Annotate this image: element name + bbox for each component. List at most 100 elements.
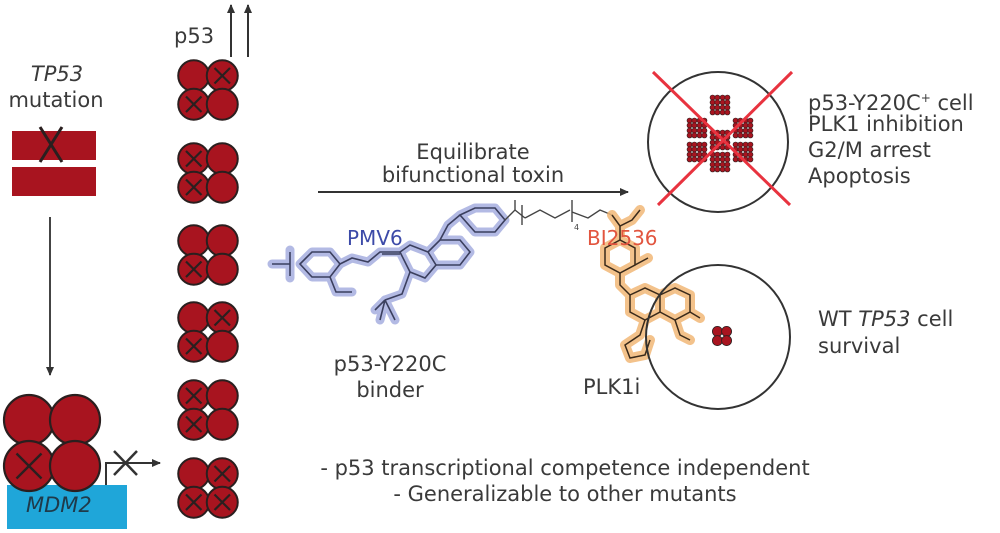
wt-monomer	[747, 146, 754, 153]
wt-monomer	[709, 134, 716, 141]
linker-subscript: 4	[574, 223, 579, 232]
binder-label-line2: binder	[356, 378, 424, 402]
wt-gene: TP53	[858, 307, 911, 331]
wt-monomer	[205, 252, 239, 286]
wt-monomer	[205, 407, 239, 441]
arrow-label-line2: bifunctional toxin	[381, 163, 565, 187]
bi2536-structure-icon	[600, 205, 705, 363]
wt-monomer	[737, 146, 744, 153]
wt-monomer	[747, 122, 754, 129]
mutant-outcome-line2: PLK1 inhibition	[808, 112, 964, 136]
wt-monomer	[709, 99, 716, 106]
wt-monomer	[719, 109, 726, 116]
p53-tetramer-small	[709, 104, 721, 116]
wt-monomer	[686, 141, 693, 148]
wt-monomer	[709, 94, 716, 101]
p53-tetramer	[177, 457, 239, 519]
wt-monomer	[747, 156, 754, 163]
p53-cluster	[709, 94, 731, 116]
wt-monomer	[205, 379, 239, 413]
wt-monomer	[714, 161, 721, 168]
wt-prefix: WT	[818, 307, 859, 331]
wt-monomer	[732, 156, 739, 163]
wt-monomer	[691, 122, 698, 129]
wt-monomer	[742, 132, 749, 139]
plk1i-label: PLK1i	[583, 375, 641, 399]
wt-monomer	[714, 151, 721, 158]
tetramer-stack	[177, 59, 239, 519]
p53-tetramer	[177, 301, 239, 363]
wt-monomer	[714, 109, 721, 116]
mutant-outcome-line4: Apoptosis	[808, 164, 911, 188]
wt-monomer	[205, 329, 239, 363]
wt-monomer	[205, 87, 239, 121]
mutant-monomer	[2, 439, 56, 493]
footer-line2: - Generalizable to other mutants	[393, 482, 737, 506]
wt-outcome-line2: survival	[818, 334, 901, 358]
wt-monomer	[701, 127, 708, 134]
p53-tetramer-small	[709, 94, 721, 106]
wt-monomer	[686, 151, 693, 158]
mutant-monomer	[205, 485, 239, 519]
p53-tetramer	[177, 224, 239, 286]
p53-tetramer-small	[709, 161, 721, 173]
wt-monomer	[691, 146, 698, 153]
wt-monomer	[719, 161, 726, 168]
wt-monomer	[709, 104, 716, 111]
p53-tetramer-small	[686, 141, 698, 153]
wt-monomer	[719, 129, 726, 136]
wt-monomer	[696, 151, 703, 158]
wt-monomer	[724, 166, 731, 173]
wt-monomer	[205, 170, 239, 204]
wt-monomer	[701, 132, 708, 139]
p53-cluster	[709, 151, 731, 173]
mdm2-bound-tetramer	[2, 393, 102, 493]
wt-monomer	[686, 156, 693, 163]
p53-tetramer	[177, 59, 239, 121]
mutant-monomer	[177, 379, 211, 413]
mutant-outcome-line3: G2/M arrest	[808, 138, 931, 162]
p53-tetramer-small	[696, 127, 708, 139]
wt-monomer	[724, 94, 731, 101]
wt-monomer	[177, 59, 211, 93]
wt-monomer	[721, 335, 732, 347]
wt-monomer	[719, 166, 726, 173]
wt-monomer	[709, 156, 716, 163]
mutant-monomer	[177, 329, 211, 363]
wt-monomer	[721, 325, 732, 337]
wt-monomer	[732, 141, 739, 148]
wt-monomer	[732, 132, 739, 139]
mdm2-label: MDM2	[26, 493, 92, 517]
wt-monomer	[691, 127, 698, 134]
p53-tetramer-small	[696, 141, 708, 153]
p53-tetramer-small	[742, 141, 754, 153]
mdm2-box	[7, 485, 127, 529]
tp53-gene-icon	[12, 126, 96, 196]
mutant-cell-word: cell	[930, 91, 974, 115]
p53-tetramer-small	[719, 161, 731, 173]
p53-increase-arrows	[227, 4, 252, 57]
p53-tetramer	[177, 379, 239, 441]
wt-monomer	[714, 94, 721, 101]
p53-tetramer-small	[719, 104, 731, 116]
wt-monomer	[719, 151, 726, 158]
wt-monomer	[691, 156, 698, 163]
wt-monomer	[714, 156, 721, 163]
mdm2-bound-p53-tetramer	[2, 393, 102, 493]
wt-monomer	[205, 142, 239, 176]
wt-outcome-line1: WT TP53 cell	[818, 307, 953, 332]
wt-monomer	[719, 99, 726, 106]
wt-monomer	[177, 224, 211, 258]
mutant-monomer	[205, 457, 239, 491]
mutant-monomer	[177, 87, 211, 121]
mutant-monomer	[177, 252, 211, 286]
wt-monomer	[48, 393, 102, 447]
peg-linker-icon: 4	[504, 200, 613, 232]
wt-monomer	[2, 393, 56, 447]
wt-monomer	[724, 99, 731, 106]
wt-monomer	[742, 151, 749, 158]
wt-monomer	[747, 151, 754, 158]
wt-monomer	[719, 144, 726, 151]
wt-monomer	[701, 141, 708, 148]
